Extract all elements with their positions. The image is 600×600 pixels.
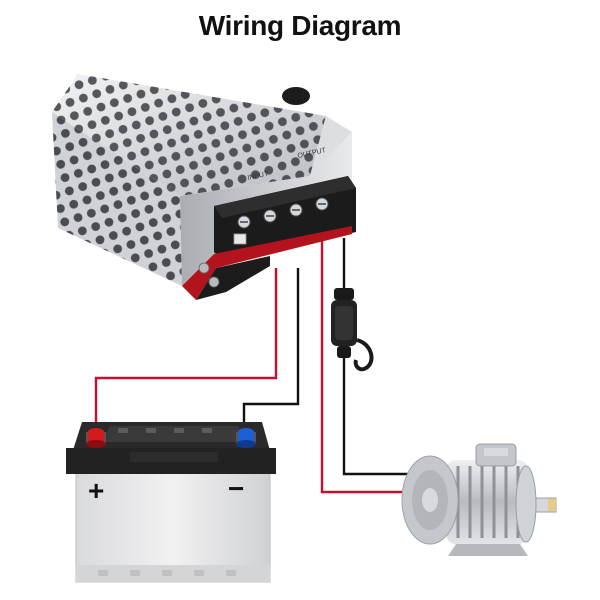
battery-negative-post xyxy=(236,428,256,448)
wires xyxy=(94,238,408,494)
negative-symbol: − xyxy=(228,473,244,504)
motor-black-wire xyxy=(342,238,408,476)
speed-knob xyxy=(282,87,310,105)
motor-speed-controller: INPUT OUTPUT xyxy=(52,74,356,300)
input-terminal-label: INPUT xyxy=(247,171,270,182)
dc-motor xyxy=(401,443,557,556)
terminal-block xyxy=(214,176,356,262)
diagram-title: Wiring Diagram xyxy=(198,10,402,41)
battery-negative-wire xyxy=(242,268,300,428)
motor-red-wire xyxy=(320,238,408,494)
inline-fuse-holder xyxy=(331,288,374,372)
battery-positive-post xyxy=(86,428,106,448)
positive-symbol: + xyxy=(88,475,104,506)
battery: + − xyxy=(66,422,276,583)
battery-positive-wire xyxy=(94,268,278,436)
